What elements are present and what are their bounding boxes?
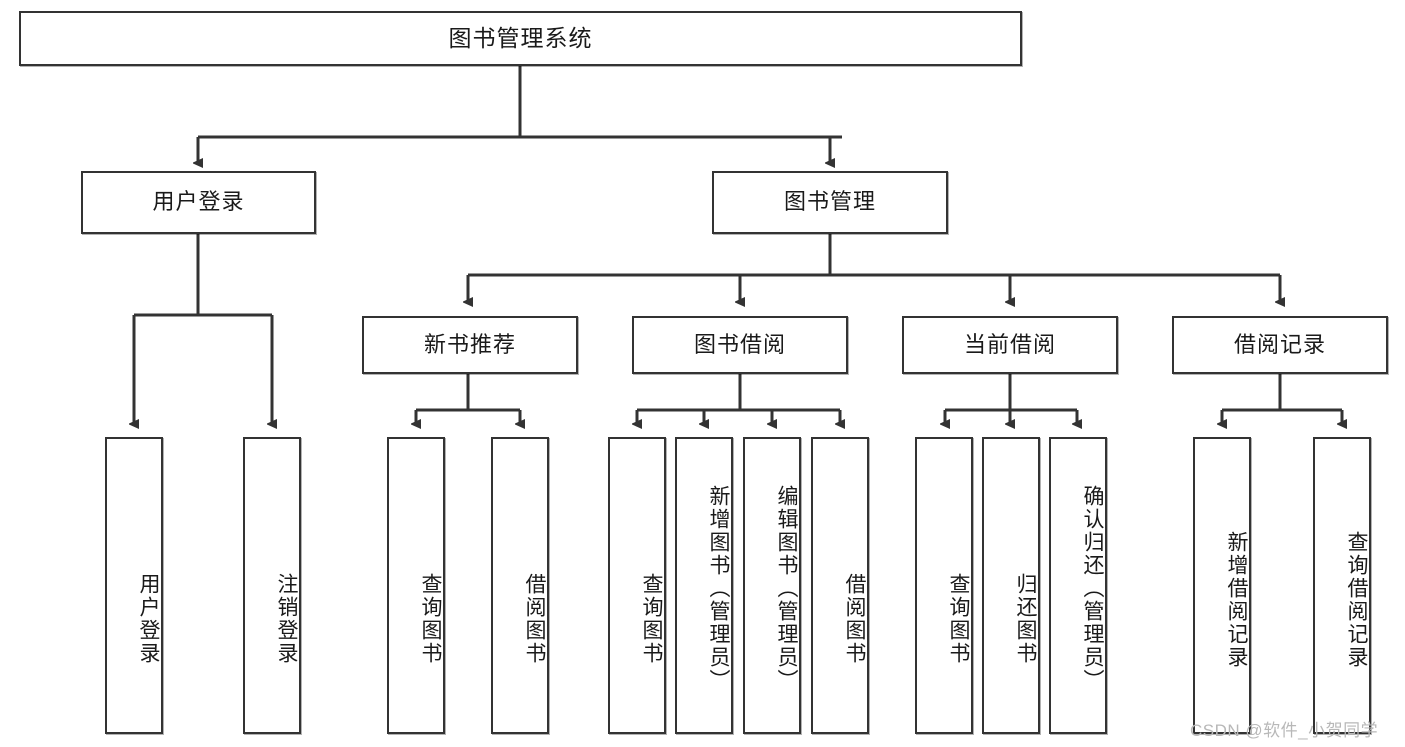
leaf-user-login-login[interactable]: 用户登录 (105, 437, 163, 734)
leaf-current-borrow-return-book[interactable]: 归还图书 (982, 437, 1040, 734)
node-new-book-recommend[interactable]: 新书推荐 (362, 316, 578, 374)
node-current-borrow[interactable]: 当前借阅 (902, 316, 1118, 374)
leaf-borrow-record-add-record[interactable]: 新增借阅记录 (1193, 437, 1251, 734)
leaf-user-login-logout[interactable]: 注销登录 (243, 437, 301, 734)
node-borrow-record[interactable]: 借阅记录 (1172, 316, 1388, 374)
node-root-book-management-system[interactable]: 图书管理系统 (19, 11, 1022, 66)
leaf-book-borrow-edit-book-admin[interactable]: 编辑图书（管理员） (743, 437, 801, 734)
leaf-book-borrow-borrow-book[interactable]: 借阅图书 (811, 437, 869, 734)
leaf-current-borrow-confirm-return-admin[interactable]: 确认归还（管理员） (1049, 437, 1107, 734)
leaf-borrow-record-query-record[interactable]: 查询借阅记录 (1313, 437, 1371, 734)
node-book-management[interactable]: 图书管理 (712, 171, 948, 234)
leaf-new-book-query-book[interactable]: 查询图书 (387, 437, 445, 734)
leaf-book-borrow-query-book[interactable]: 查询图书 (608, 437, 666, 734)
csdn-watermark: CSDN @软件_小贺同学 (1190, 721, 1379, 740)
leaf-new-book-borrow-book[interactable]: 借阅图书 (491, 437, 549, 734)
node-book-borrow[interactable]: 图书借阅 (632, 316, 848, 374)
leaf-current-borrow-query-book[interactable]: 查询图书 (915, 437, 973, 734)
node-user-login[interactable]: 用户登录 (81, 171, 316, 234)
leaf-book-borrow-add-book-admin[interactable]: 新增图书（管理员） (675, 437, 733, 734)
